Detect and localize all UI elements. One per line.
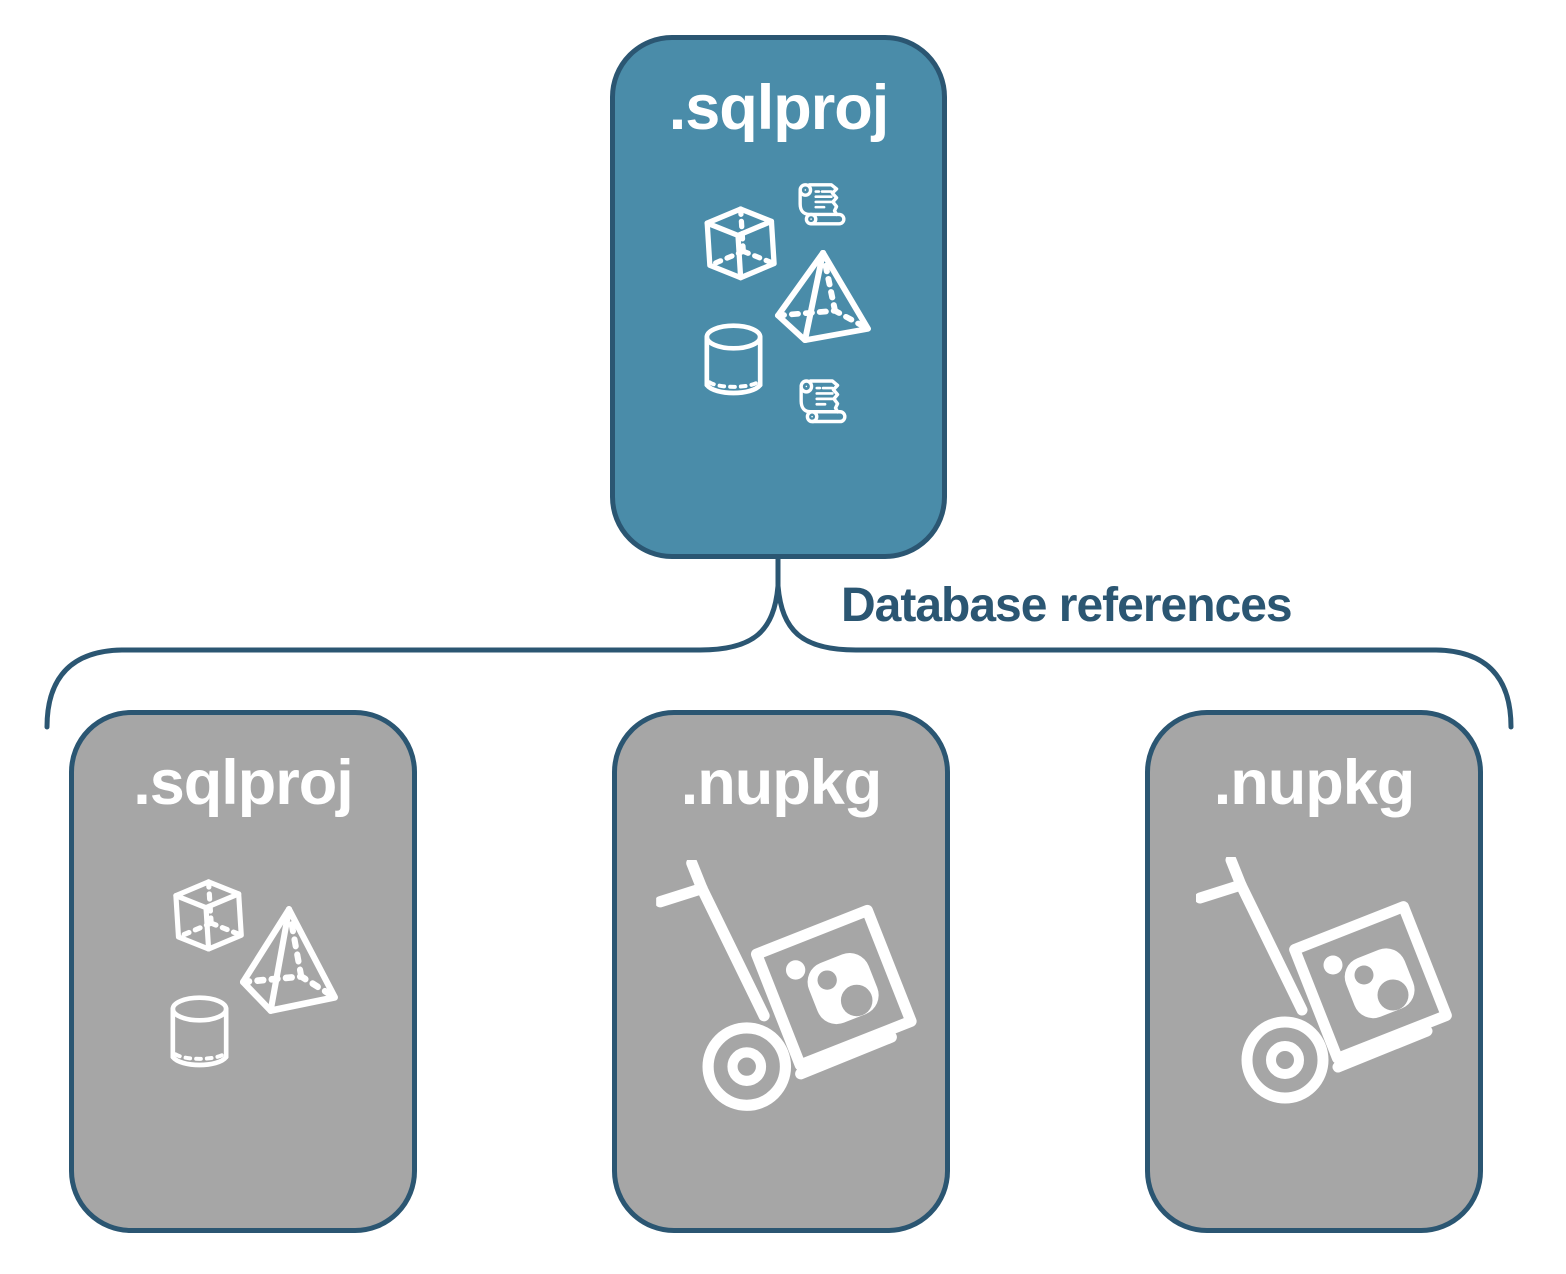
scroll-icon <box>797 374 849 428</box>
nuget-hand-truck-icon <box>656 860 921 1201</box>
child-card-title: .nupkg <box>680 748 882 818</box>
child-card-nupkg-1: .nupkg <box>612 710 950 1233</box>
child-card-nupkg-2: .nupkg <box>1145 710 1483 1233</box>
cylinder-icon <box>700 321 767 401</box>
pyramid-icon <box>238 905 340 1015</box>
root-card-title: .sqlproj <box>668 73 890 143</box>
root-card-sqlproj: .sqlproj <box>610 35 947 559</box>
cube-icon <box>163 875 249 961</box>
pyramid-icon <box>773 249 873 344</box>
database-references-label: Database references <box>841 579 1293 632</box>
child-card-sqlproj: .sqlproj <box>69 710 417 1233</box>
child-card-title: .nupkg <box>1213 748 1415 818</box>
cube-icon <box>694 202 782 290</box>
cylinder-icon <box>166 993 233 1073</box>
nuget-hand-truck-icon <box>1196 857 1456 1192</box>
child-card-title: .sqlproj <box>133 748 354 818</box>
scroll-icon <box>796 178 848 230</box>
